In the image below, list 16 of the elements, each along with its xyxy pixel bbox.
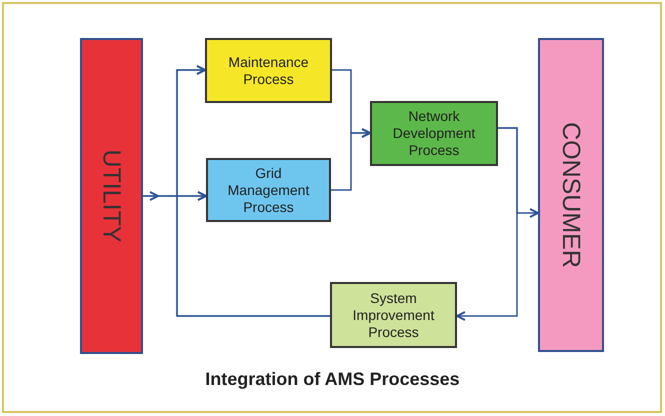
arrow [456, 127, 518, 321]
process-box [370, 101, 498, 166]
vertical-label: CONSUMER [557, 122, 585, 268]
vertical-label: UTILITY [98, 149, 126, 243]
entity-bar [80, 38, 143, 354]
process-box [205, 38, 332, 103]
box-label: Maintenance Process [227, 54, 310, 88]
box-label: Network Development Process [392, 108, 476, 159]
arrow [176, 191, 330, 317]
caption: Integration of AMS Processes [205, 369, 460, 389]
box-label: Grid Management Process [226, 164, 310, 216]
box-label: System Improvement Process [352, 290, 436, 340]
entity-bar [538, 38, 604, 352]
process-box [330, 282, 457, 348]
process-box [206, 158, 331, 222]
arrow [331, 128, 371, 191]
